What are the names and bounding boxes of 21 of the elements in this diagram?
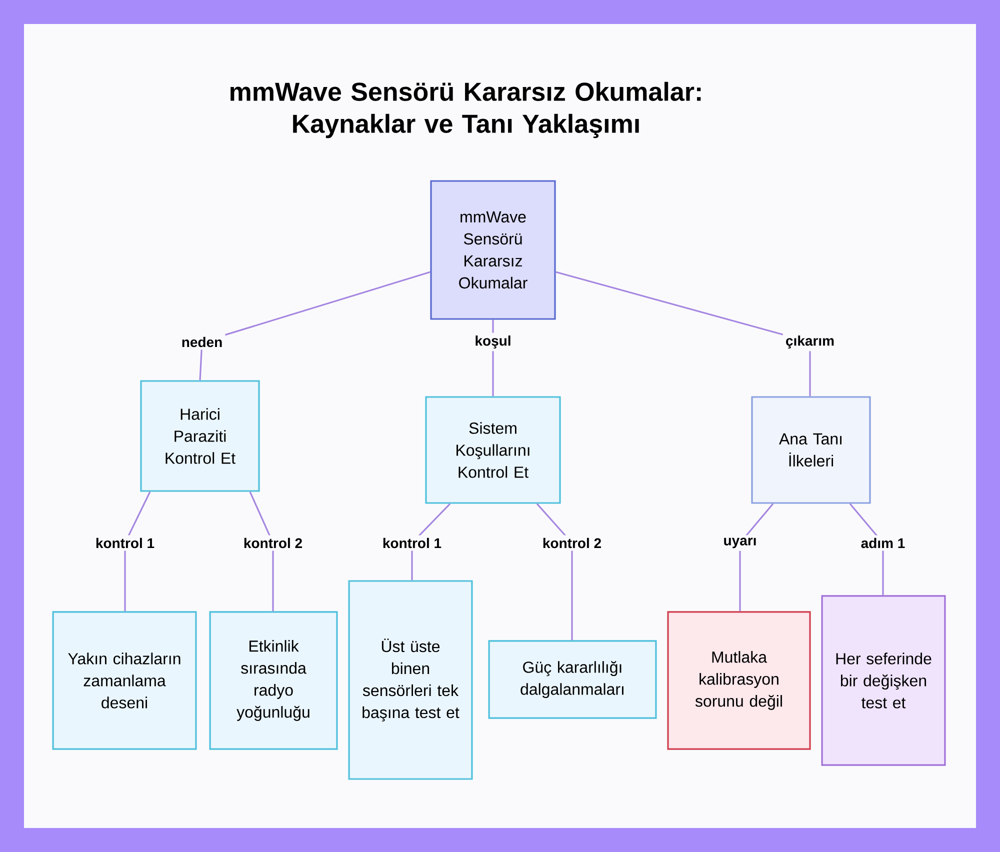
edge-label: adım 1 [858, 535, 908, 551]
text-box: Ana Tanı İlkeleri [751, 396, 871, 504]
connector [536, 503, 573, 640]
title: mmWave Sensörü Kararsız Okumalar: Kaynaklar ve Tanı Yaklaşımı [230, 82, 701, 138]
text-box: mmWave Sensörü Kararsız Okumalar [430, 180, 556, 320]
text-box: Yakın cihazların zamanlama deseni [52, 611, 197, 750]
text-box: Harici Paraziti Kontrol Et [140, 380, 260, 492]
text-box: Mutlaka kalibrasyon sorunu değil [667, 611, 811, 750]
edge-label: çıkarım [782, 332, 838, 352]
edge-label: uyarı [720, 535, 760, 551]
edge-label: kontrol 1 [380, 535, 444, 551]
text-box: Her seferinde bir değişken test et [821, 595, 946, 766]
edge-label: kontrol 1 [92, 535, 158, 551]
text-box: Üst üste binen sensörleri tek başına test et [348, 580, 473, 780]
edge-label: koşul [472, 332, 514, 352]
text-box: Etkinlik sırasında radyo yoğunluğu [209, 611, 338, 750]
text-box: Sistem Koşullarını Kontrol Et [425, 396, 561, 504]
text-box: Güç kararlılığı dalgalanmaları [488, 640, 657, 719]
edge-label: kontrol 2 [240, 535, 306, 551]
edge-label: kontrol 2 [540, 535, 604, 551]
edge-label: neden [178, 334, 226, 350]
